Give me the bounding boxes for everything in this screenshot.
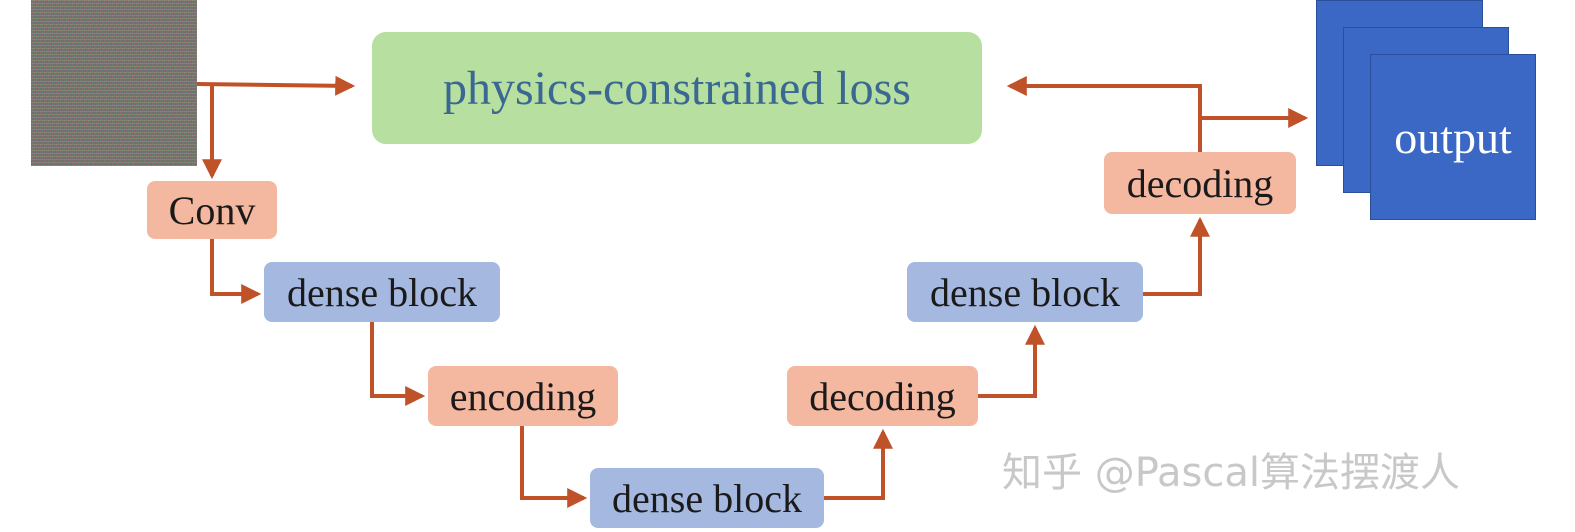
decoding-box-2: decoding [1104,152,1296,214]
dense-block-1-label: dense block [287,269,477,315]
physics-loss-label: physics-constrained loss [443,61,911,115]
dense-block-2: dense block [590,468,824,528]
conv-box: Conv [147,181,277,239]
arrow-decoding2-to-loss [1006,76,1202,152]
output-label: output [1394,111,1512,163]
dense-block-2-label: dense block [612,475,802,521]
watermark-text: 知乎 @Pascal算法摆渡人 [1002,450,1461,496]
decoding-box-1: decoding [787,366,978,426]
encoding-box: encoding [428,366,618,426]
arrow-input-to-loss [196,75,356,96]
arrow-dense3-to-decoding2 [1143,216,1210,296]
arrow-conv-to-dense1 [210,239,262,304]
decoding-box-2-label: decoding [1126,160,1274,206]
arrow-encoding-to-dense2 [520,426,588,508]
decoding-box-1-label: decoding [809,373,956,419]
dense-block-1: dense block [264,262,500,322]
dense-block-3-label: dense block [930,269,1120,315]
arrow-dense2-to-decoding1 [824,428,893,500]
arrow-dense1-to-encoding [370,322,426,406]
arrow-decoding1-to-dense3 [978,324,1045,398]
dense-block-3: dense block [907,262,1143,322]
output-stack-front [1370,54,1536,220]
conv-label: Conv [168,187,256,233]
input-noise-image [31,0,197,166]
encoding-label: encoding [449,373,597,419]
physics-loss-box: physics-constrained loss [372,32,982,144]
